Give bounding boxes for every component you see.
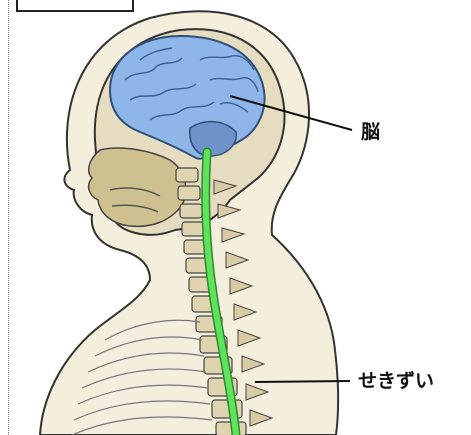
spinal-cord-label: せきずい [358,372,434,391]
brain-label: 脳 [361,123,380,142]
spinal-cord-leader-line [255,381,350,382]
